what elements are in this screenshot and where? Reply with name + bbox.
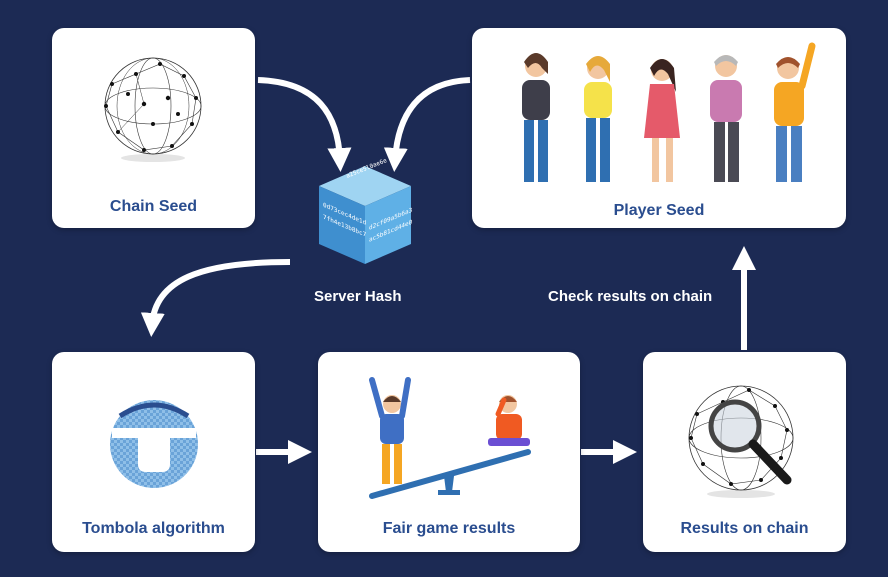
check-results-label: Check results on chain [548, 288, 713, 305]
player-right [488, 395, 530, 446]
people-group-icon [522, 42, 816, 182]
fair-results-card: Fair game results [318, 352, 580, 552]
arrow-playerseed-to-hash [383, 77, 471, 172]
fair-results-label: Fair game results [382, 520, 516, 537]
chain-seed-card: Chain Seed [52, 28, 255, 228]
server-hash-label: Server Hash [314, 288, 402, 305]
tombola-logo-icon [110, 400, 198, 488]
person-1 [522, 53, 550, 182]
person-5 [774, 42, 816, 182]
person-2 [584, 56, 612, 182]
arrow-chainseed-to-hash [257, 77, 352, 172]
magnifier-sphere-icon [688, 385, 794, 498]
person-4 [710, 55, 742, 182]
hash-cube-icon: a25ce5l0ae6e 0d73cec4de1d 7fh4e13b8bc7 d… [319, 157, 412, 264]
network-sphere-icon [104, 57, 202, 162]
arrow-hash-to-tombola [140, 259, 291, 337]
player-left [369, 377, 411, 484]
tombola-card: Tombola algorithm [52, 352, 255, 552]
results-chain-card: Results on chain [643, 352, 846, 552]
seesaw-players-icon [369, 377, 531, 499]
tombola-label: Tombola algorithm [82, 520, 225, 537]
player-seed-card: Player Seed [472, 28, 846, 228]
chain-seed-label: Chain Seed [109, 198, 198, 215]
person-3 [644, 59, 680, 182]
results-chain-label: Results on chain [680, 520, 809, 537]
player-seed-label: Player Seed [613, 202, 705, 219]
